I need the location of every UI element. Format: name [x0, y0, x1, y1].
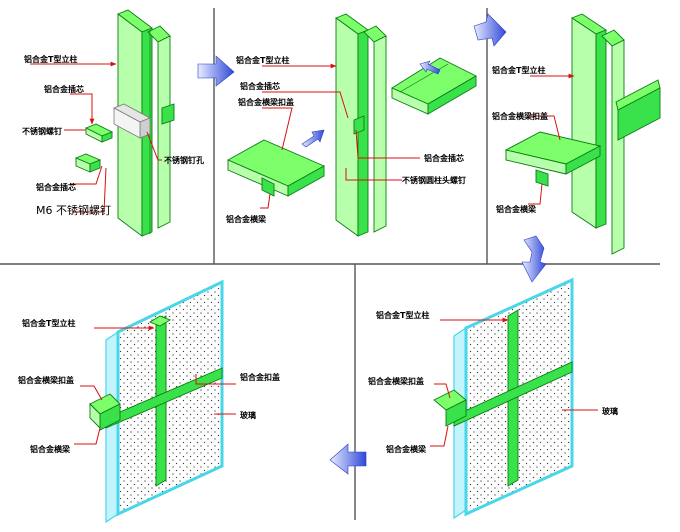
label-transom-4: 铝合金横梁 — [386, 444, 427, 454]
label-t-mullion-5: 铝合金T型立柱 — [376, 310, 429, 320]
label-cheese-screw: 不锈钢圆柱头螺钉 — [402, 175, 466, 185]
label-cap: 铝合金扣盖 — [240, 372, 280, 382]
label-transom: 铝合金横梁 — [226, 214, 267, 224]
arrow-left — [329, 443, 367, 475]
panel-4-glazed-view: 铝合金T型立柱 铝合金横梁扣盖 铝合金扣盖 玻璃 铝合金横梁 — [18, 279, 280, 524]
panel-5-finished-view: 铝合金T型立柱 铝合金横梁扣盖 玻璃 铝合金横梁 — [368, 277, 618, 520]
label-glass: 玻璃 — [240, 410, 256, 420]
arrow-right-2 — [473, 13, 507, 47]
label-transom-3: 铝合金横梁 — [30, 444, 71, 454]
label-transom-2: 铝合金横梁 — [496, 204, 537, 214]
label-t-mullion-3: 铝合金T型立柱 — [492, 65, 545, 75]
arrow-down-curved — [521, 235, 547, 283]
label-plug-4: 铝合金插芯 — [424, 153, 464, 163]
label-screw-hole: 不锈钢钉孔 — [164, 155, 204, 165]
panel-dividers — [0, 8, 660, 520]
label-screw: 不锈钢螺钉 — [22, 126, 62, 136]
label-plug-3: 铝合金插芯 — [240, 81, 280, 91]
label-plug-2: 铝合金插芯 — [36, 182, 76, 192]
panel-3-assembled-frame: 铝合金T型立柱 铝合金横梁扣盖 铝合金横梁 — [492, 13, 661, 255]
label-t-mullion: 铝合金T型立柱 — [24, 54, 77, 64]
label-transom-cap-4: 铝合金横梁扣盖 — [368, 376, 424, 386]
label-glass-2: 玻璃 — [602, 406, 618, 416]
label-transom-cap: 铝合金横梁扣盖 — [238, 97, 294, 107]
arrow-insert-left — [301, 129, 325, 148]
label-plug: 铝合金插芯 — [44, 84, 84, 94]
label-transom-cap-2: 铝合金横梁扣盖 — [492, 111, 548, 121]
panel-2-insert-transom: 铝合金T型立柱 铝合金插芯 铝合金横梁扣盖 铝合金插芯 不锈钢圆柱头螺钉 铝合金… — [226, 13, 477, 237]
label-t-mullion-4: 铝合金T型立柱 — [22, 318, 75, 328]
panel-1-exploded-mullion: 铝合金T型立柱 铝合金插芯 不锈钢螺钉 不锈钢钉孔 铝合金插芯 M6 不锈钢螺钉 — [22, 9, 204, 237]
label-t-mullion-2: 铝合金T型立柱 — [236, 55, 289, 65]
label-m6-screw: M6 不锈钢螺钉 — [36, 204, 111, 217]
arrow-insert-right — [419, 60, 441, 75]
label-transom-cap-3: 铝合金横梁扣盖 — [18, 375, 74, 385]
arrow-right-1 — [197, 55, 235, 87]
